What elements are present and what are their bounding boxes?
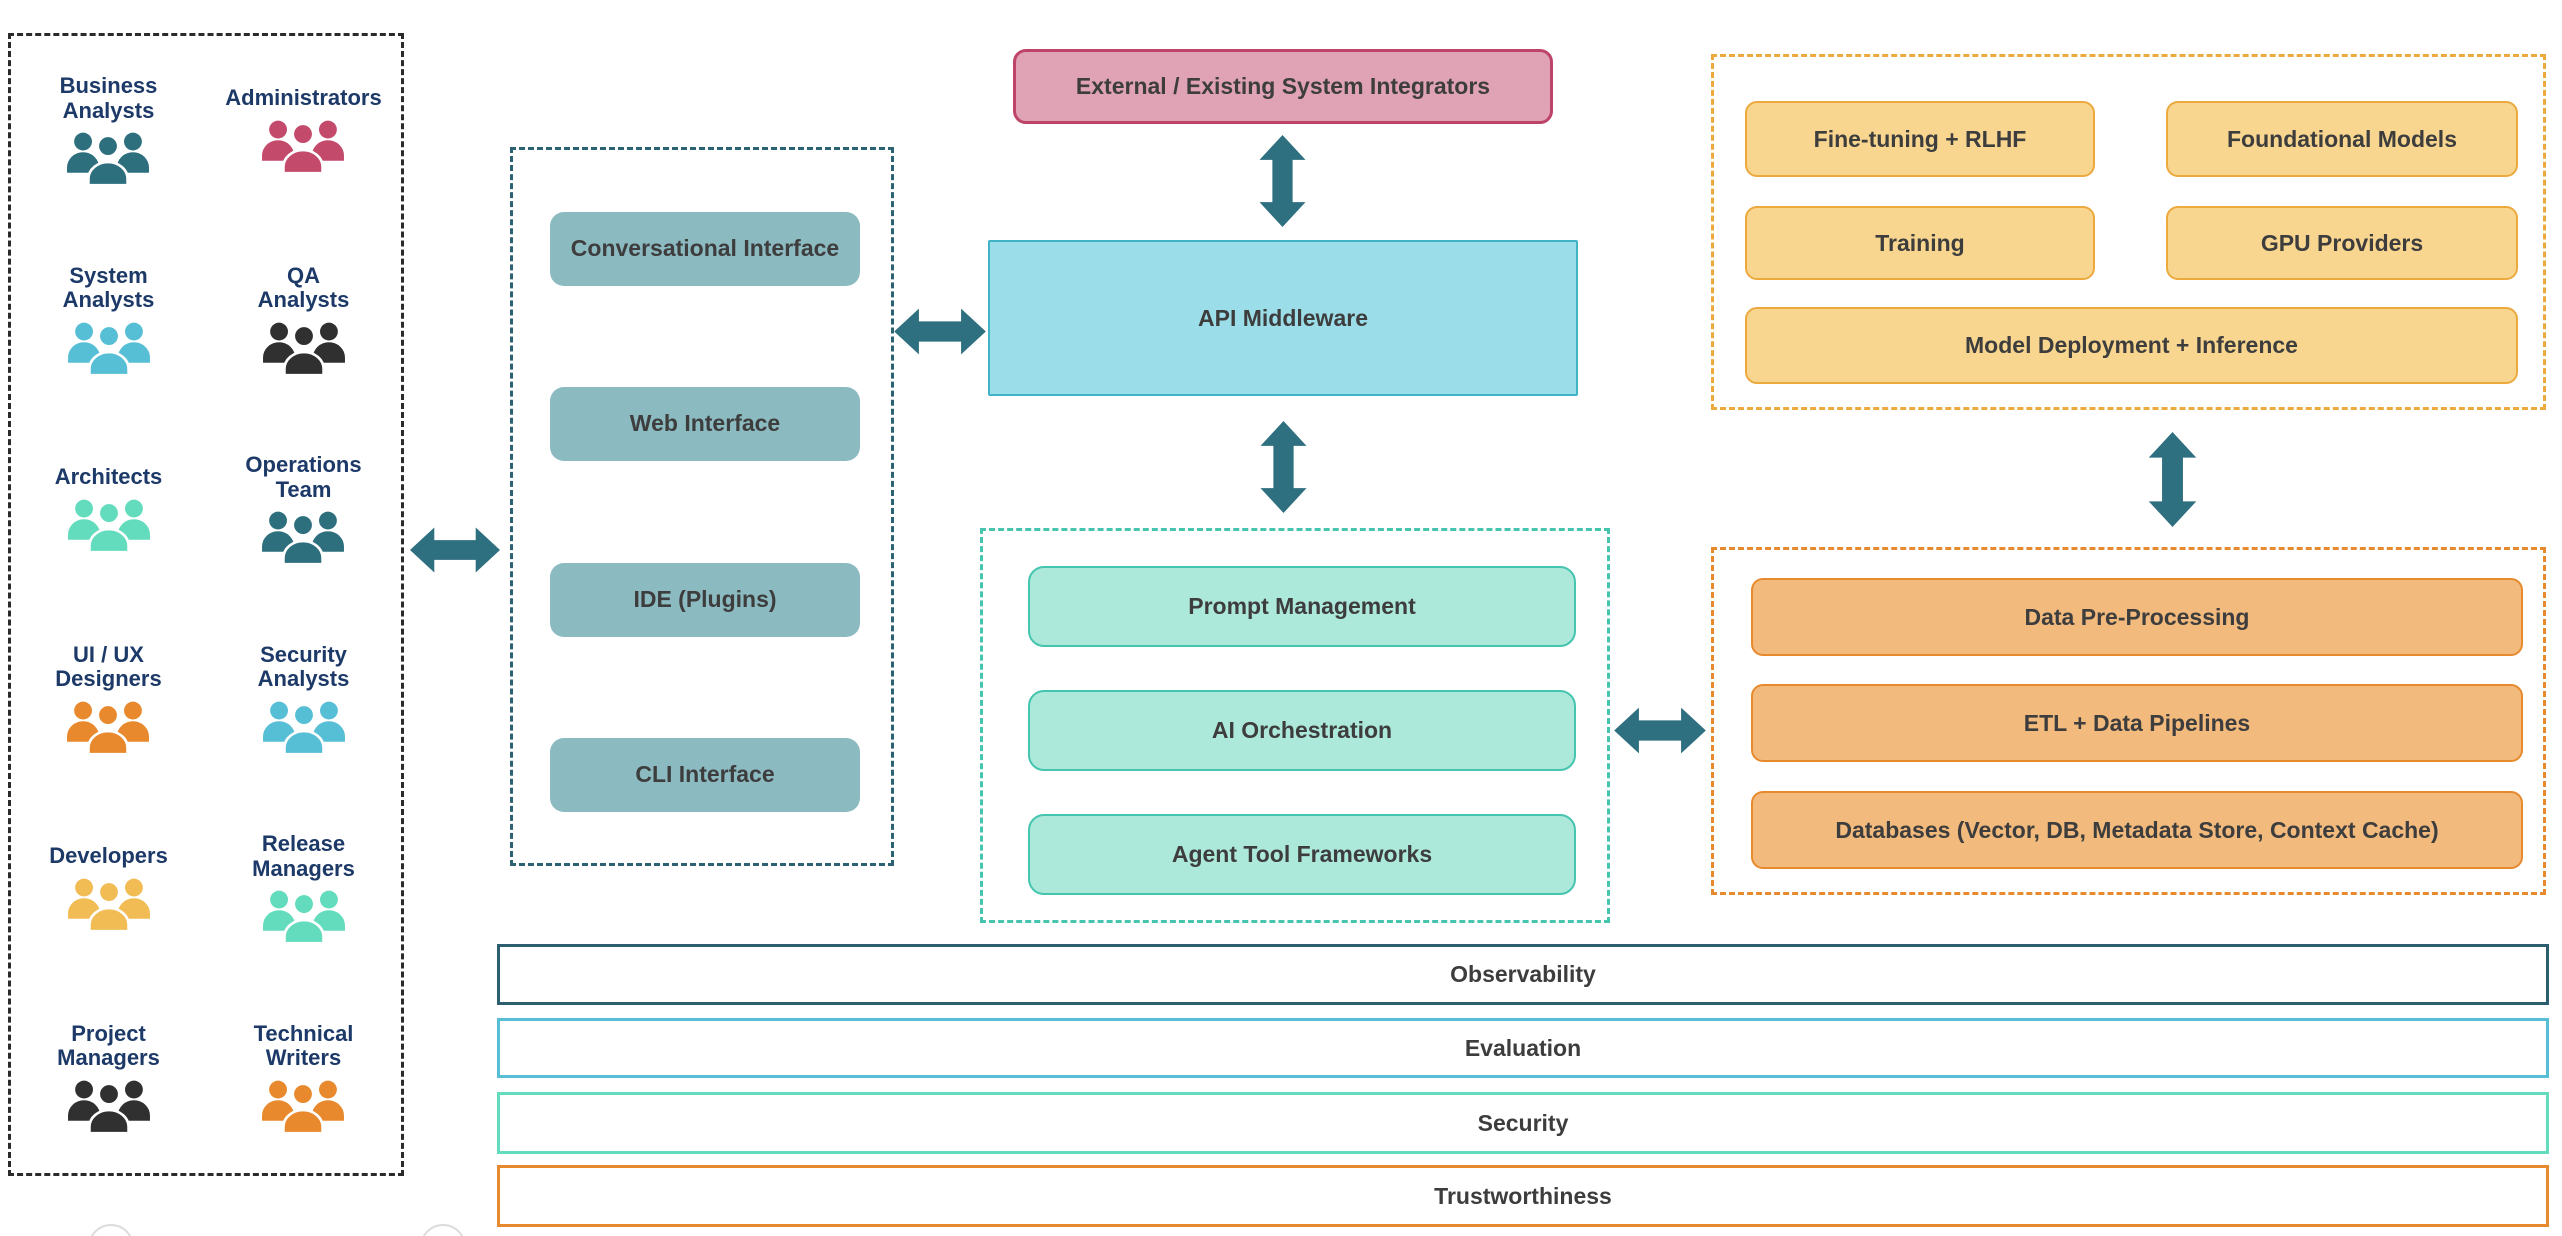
api-middleware-box: API Middleware [988, 240, 1578, 396]
people-group-icon [66, 497, 152, 554]
interfaces-api-arrow-icon [893, 304, 987, 359]
trustworthiness-bar: Trustworthiness [497, 1165, 2549, 1227]
people-group-icon [66, 320, 152, 377]
observability-bar: Observability [497, 944, 2549, 1005]
persona-label: Developers [49, 843, 168, 869]
persona-label: Operations Team [245, 452, 362, 502]
web-interface-box: Web Interface [550, 387, 860, 461]
gpu-providers-box: GPU Providers [2166, 206, 2518, 280]
people-group-icon [260, 118, 346, 175]
orchestration-data-arrow-icon [1613, 703, 1707, 758]
persona-release-managers: Release Managers [252, 831, 355, 945]
foundational-models-box: Foundational Models [2166, 101, 2518, 177]
model-deployment-inference-box: Model Deployment + Inference [1745, 307, 2518, 384]
interfaces-group-box: Conversational Interface Web Interface I… [510, 147, 894, 866]
security-bar: Security [497, 1092, 2549, 1154]
persona-operations-team: Operations Team [245, 452, 362, 566]
persona-label: System Analysts [62, 262, 155, 313]
people-group-icon [65, 699, 151, 756]
people-group-icon [66, 876, 152, 933]
models-data-arrow-icon [2144, 432, 2201, 527]
databases-box: Databases (Vector, DB, Metadata Store, C… [1751, 791, 2523, 869]
persona-administrators: Administrators [225, 85, 382, 175]
persona-label: Architects [54, 464, 163, 490]
persona-uiux-designers: UI / UX Designers [55, 641, 162, 756]
training-box: Training [1745, 206, 2095, 280]
prompt-management-box: Prompt Management [1028, 566, 1576, 647]
persona-business-analysts: Business Analysts [59, 73, 158, 187]
data-layer-group-box: Data Pre-Processing ETL + Data Pipelines… [1711, 547, 2546, 895]
people-group-icon [261, 699, 347, 756]
evaluation-bar: Evaluation [497, 1018, 2549, 1078]
persona-label: Security Analysts [257, 641, 350, 692]
people-group-icon [66, 1078, 152, 1135]
persona-label: Project Managers [57, 1020, 160, 1071]
persona-security-analysts: Security Analysts [257, 641, 350, 756]
model-layer-group-box: Fine-tuning + RLHF Foundational Models T… [1711, 54, 2546, 410]
persona-label: Administrators [225, 85, 382, 111]
watermark-arc [88, 1224, 134, 1236]
ide-plugins-box: IDE (Plugins) [550, 563, 860, 637]
people-group-icon [261, 320, 347, 377]
persona-label: Technical Writers [253, 1020, 354, 1071]
agent-tool-frameworks-box: Agent Tool Frameworks [1028, 814, 1576, 895]
fine-tuning-rlhf-box: Fine-tuning + RLHF [1745, 101, 2095, 177]
people-group-icon [260, 509, 346, 566]
data-pre-processing-box: Data Pre-Processing [1751, 578, 2523, 656]
people-group-icon [261, 888, 347, 945]
persona-label: QA Analysts [257, 262, 350, 313]
ai-orchestration-box: AI Orchestration [1028, 690, 1576, 771]
persona-project-managers: Project Managers [57, 1020, 160, 1135]
persona-architects: Architects [54, 464, 163, 554]
persona-developers: Developers [49, 844, 168, 933]
external-integrators-box: External / Existing System Integrators [1013, 49, 1553, 124]
orchestration-group-box: Prompt Management AI Orchestration Agent… [980, 528, 1610, 923]
personas-group-box: Business Analysts Administrators System … [8, 33, 404, 1176]
api-orchestration-arrow-icon [1255, 421, 1312, 513]
external-api-arrow-icon [1254, 135, 1311, 227]
persona-qa-analysts: QA Analysts [257, 262, 350, 377]
persona-system-analysts: System Analysts [62, 262, 155, 377]
persona-label: Business Analysts [59, 73, 158, 123]
people-group-icon [65, 130, 151, 187]
personas-interfaces-arrow-icon [408, 523, 502, 577]
watermark-arc [420, 1224, 466, 1236]
persona-label: UI / UX Designers [55, 641, 162, 692]
persona-technical-writers: Technical Writers [253, 1020, 354, 1135]
persona-label: Release Managers [252, 831, 355, 881]
conversational-interface-box: Conversational Interface [550, 212, 860, 286]
people-group-icon [260, 1078, 346, 1135]
etl-data-pipelines-box: ETL + Data Pipelines [1751, 684, 2523, 762]
cli-interface-box: CLI Interface [550, 738, 860, 812]
